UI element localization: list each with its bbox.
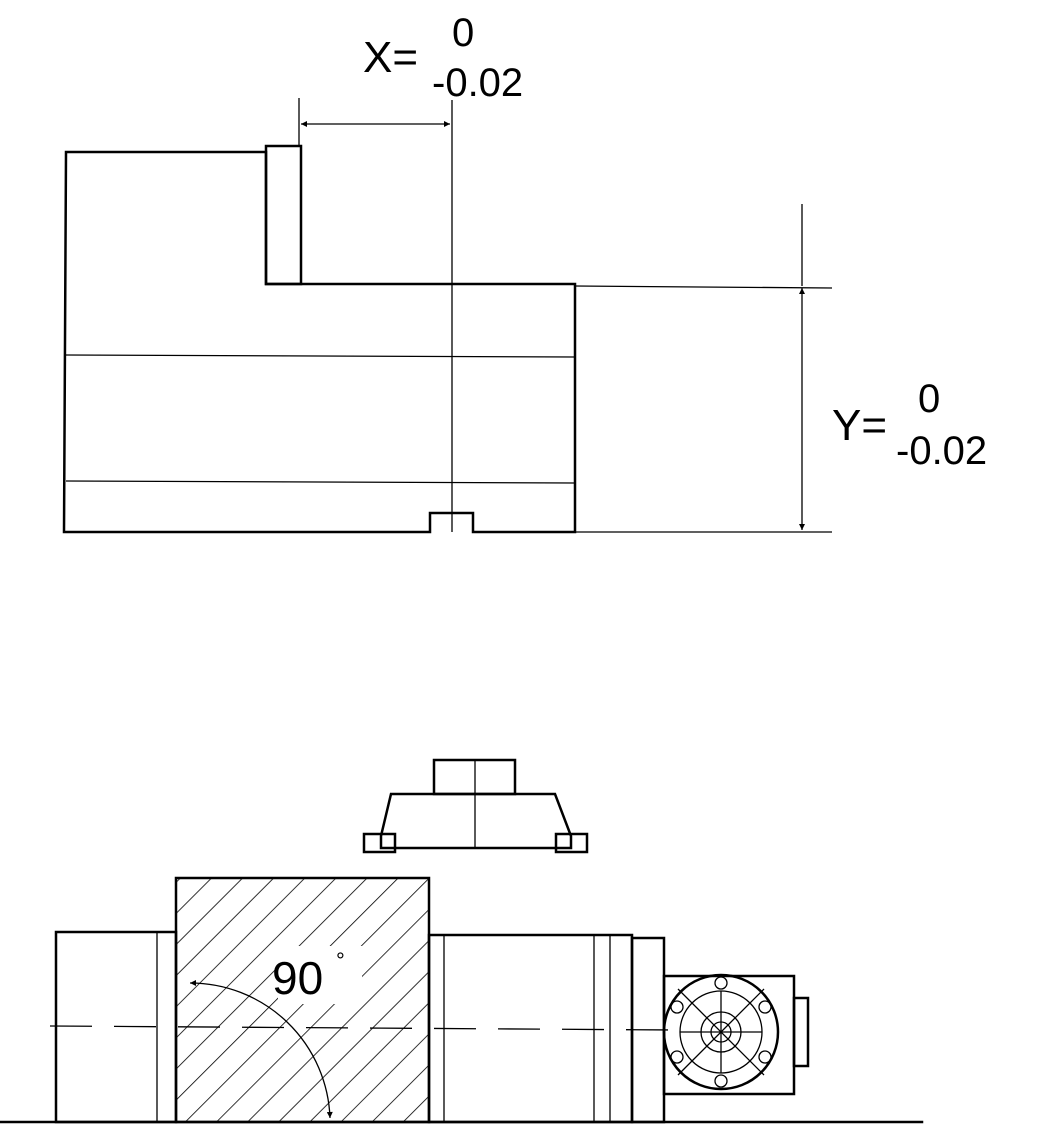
angle-arc [189,980,333,1119]
angle-value: 90 [272,952,323,1004]
fixture-body [379,792,573,850]
top-view: X= 0 -0.02 Y= 0 -0.02 [62,11,987,534]
y-extension-line-top [574,285,833,289]
fixture-part [362,758,589,854]
fixture-foot-left [362,832,397,854]
x-dimension-label: X= [363,33,418,82]
angle-unit: ° [336,948,345,973]
top-view-inner-line-1 [65,354,576,358]
top-view-inner-line-2 [65,480,576,484]
bottom-assembly: 90 ° [0,876,924,1124]
top-view-outline [62,150,577,534]
x-dimension-lower: -0.02 [432,61,523,105]
top-view-tab [264,144,303,286]
y-dimension-label: Y= [832,401,887,450]
y-dimension-lower: -0.02 [896,429,987,473]
motor-cap [792,996,810,1068]
y-dimension-upper: 0 [918,377,940,421]
assembly-center-line [49,1025,677,1031]
x-dimension-upper: 0 [452,11,474,55]
fixture-foot-right [554,832,589,854]
flange-icon [662,973,780,1091]
